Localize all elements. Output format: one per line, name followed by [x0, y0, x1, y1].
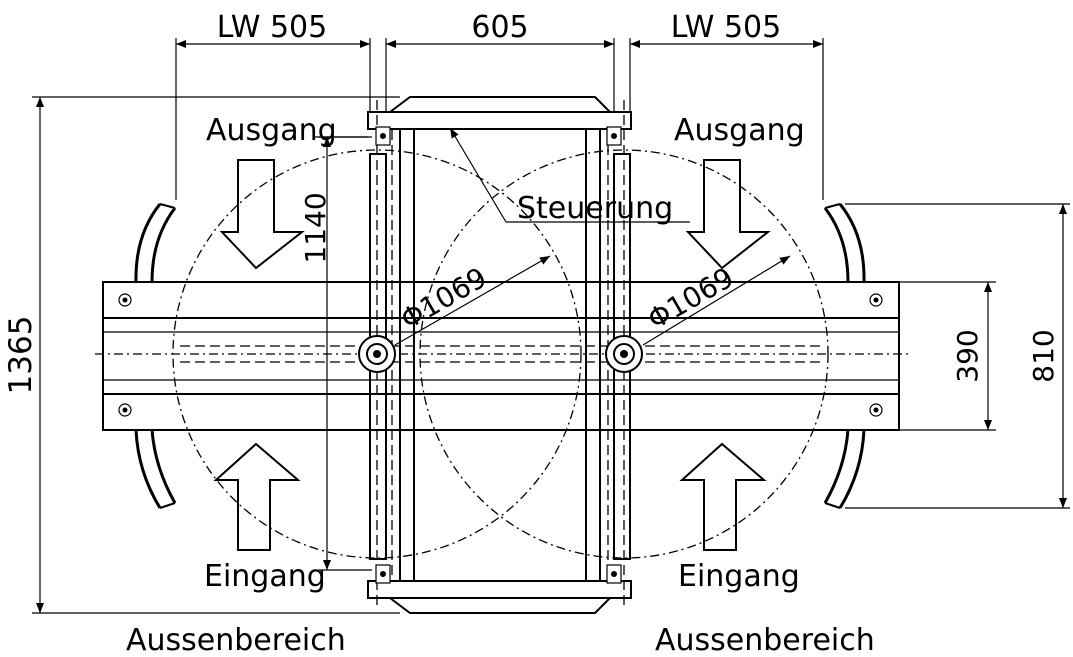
label-exit-left: Ausgang — [206, 113, 337, 148]
diameter-leaders — [394, 255, 791, 346]
label-control: Steuerung — [517, 191, 673, 226]
dim-lw-left: LW 505 — [217, 10, 327, 45]
dim-total-height: 1365 — [3, 316, 39, 395]
label-outside-left: Aussenbereich — [126, 623, 346, 657]
dim-center-width: 605 — [471, 10, 528, 45]
top-dimensions — [175, 38, 824, 200]
arrow-down-icon — [219, 159, 771, 270]
right-dimensions — [845, 203, 1070, 509]
dim-belt-height: 390 — [951, 329, 984, 382]
label-entry-right: Eingang — [678, 559, 800, 594]
control-leader — [449, 127, 690, 223]
vertical-frame — [367, 96, 632, 614]
dim-inner-height: 1140 — [299, 192, 332, 263]
dim-lw-right: LW 505 — [671, 10, 781, 45]
side-guides — [134, 203, 866, 509]
arrow-up-icon — [213, 442, 767, 551]
label-exit-right: Ausgang — [674, 113, 805, 148]
label-entry-left: Eingang — [204, 559, 326, 594]
turntable-pivot-icon — [358, 335, 643, 373]
left-dimensions — [32, 96, 400, 614]
dim-diameter-right: Φ1069 — [642, 261, 739, 336]
dim-guide-height: 810 — [1027, 329, 1060, 382]
dim-diameter-left: Φ1069 — [395, 261, 492, 336]
screw-icon — [118, 293, 883, 417]
conveyor-belt — [95, 281, 908, 431]
label-outside-right: Aussenbereich — [655, 623, 875, 657]
